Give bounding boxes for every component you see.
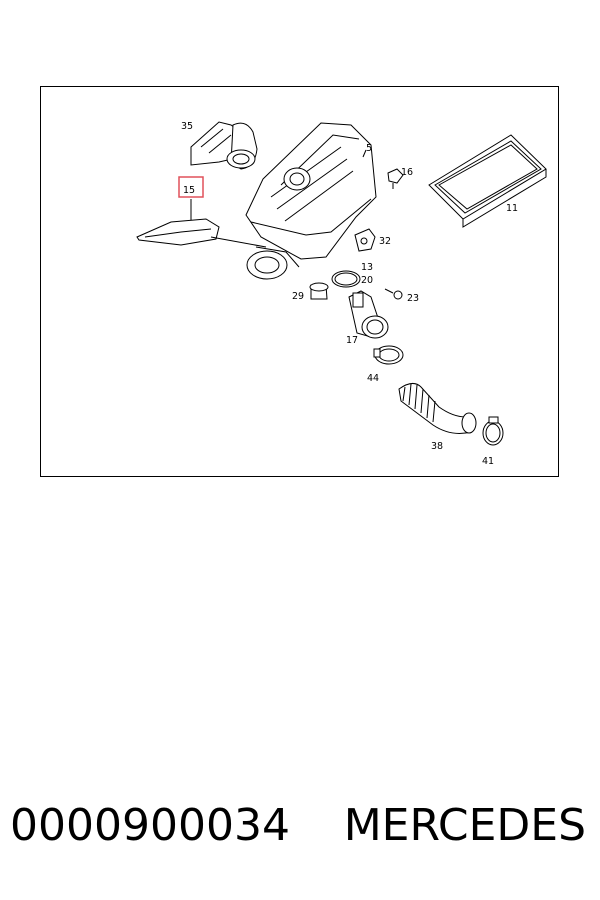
part-15-filter-plate — [136, 199, 267, 248]
part-44-hose-clamp — [373, 345, 404, 365]
callout-15: 15 — [183, 185, 195, 196]
callout-23: 23 — [407, 293, 419, 304]
callout-44: 44 — [367, 373, 379, 384]
part-13-20-seal-ring — [331, 270, 361, 288]
callout-11: 11 — [506, 203, 518, 214]
part-35-intake-snorkel — [190, 121, 258, 170]
parts-diagram: 35 15 5 16 11 32 13 20 29 23 17 44 38 41 — [136, 121, 547, 467]
brand-label: MERCEDES — [343, 800, 586, 851]
callout-16: 16 — [401, 167, 413, 178]
part-16-clip — [387, 168, 404, 189]
parts-diagram-frame: 35 15 5 16 11 32 13 20 29 23 17 44 38 41 — [40, 86, 559, 477]
callout-32: 32 — [379, 236, 391, 247]
callout-38: 38 — [431, 441, 443, 452]
callout-17: 17 — [346, 335, 358, 346]
part-32-bracket — [354, 228, 376, 252]
callout-41: 41 — [482, 456, 494, 467]
part-17-mass-air-sensor — [348, 290, 389, 339]
callout-35: 35 — [181, 121, 193, 132]
callout-29: 29 — [292, 291, 304, 302]
part-41-hose-clamp — [482, 416, 504, 446]
part-23-screw — [384, 288, 403, 300]
callout-13: 13 — [361, 262, 373, 273]
part-38-intake-hose — [398, 383, 477, 434]
part-number-label: 0000900034 — [10, 800, 290, 851]
part-5-filter-housing — [245, 122, 377, 280]
part-29-grommet — [309, 282, 329, 300]
part-11-filter-element — [428, 134, 547, 228]
callout-5: 5 — [366, 143, 372, 154]
callout-20: 20 — [361, 275, 373, 286]
highlight-box-15 — [178, 176, 204, 198]
